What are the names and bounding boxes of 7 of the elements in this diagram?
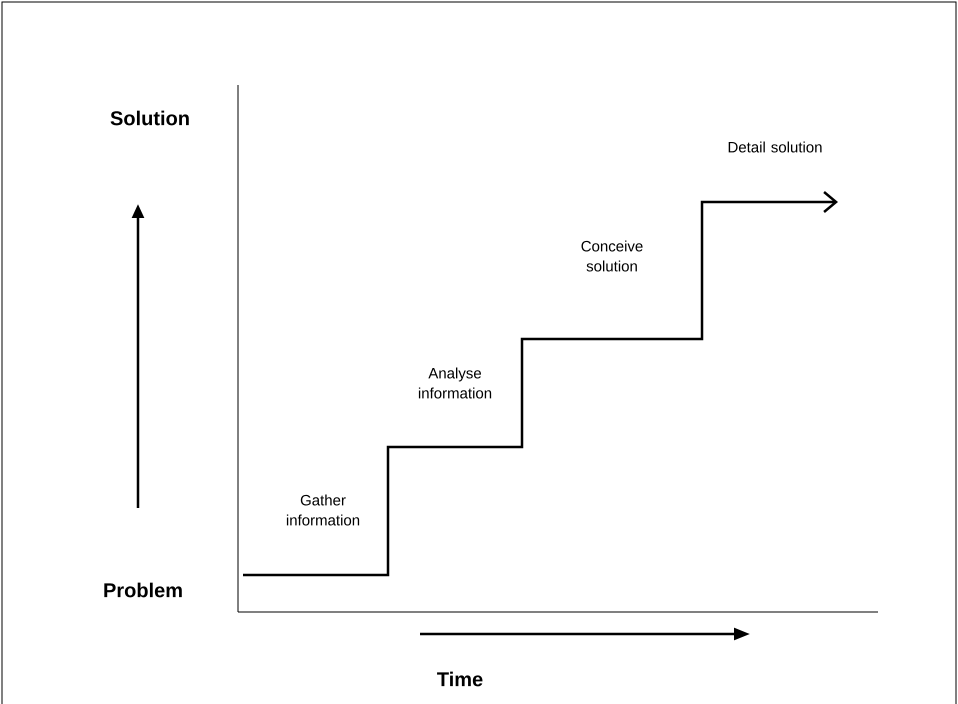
axis-label: Time	[437, 672, 482, 686]
axis-label: Solution	[110, 110, 189, 126]
step-label: Analyse information	[418, 368, 492, 398]
step-label: Detail solution	[728, 142, 822, 152]
step-label: Gather information	[286, 494, 360, 526]
step-label: Conceive solution	[582, 240, 643, 272]
axis-label: Problem	[104, 582, 182, 598]
